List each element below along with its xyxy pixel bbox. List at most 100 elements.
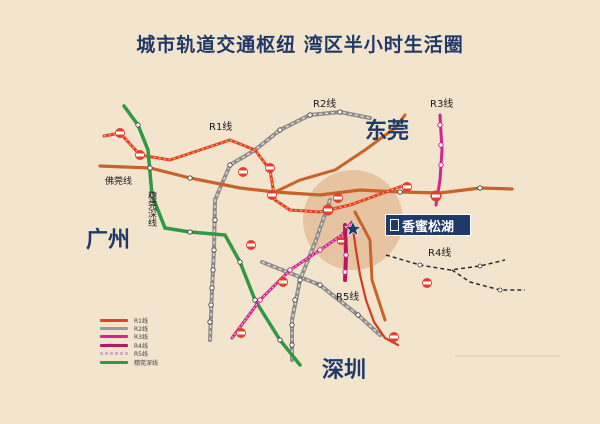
- line-label-r2: R2线: [313, 99, 337, 110]
- legend-label: R5线: [134, 351, 148, 359]
- station-dot-icon: [257, 297, 263, 303]
- station-dots: [135, 109, 503, 348]
- interchange-icon: [430, 190, 442, 202]
- station-dot-icon: [277, 337, 283, 343]
- legend-label: R4线: [134, 342, 148, 350]
- interchange-icon: [236, 328, 246, 338]
- legend-swatch-r5: [100, 352, 128, 356]
- legend-label: R2线: [134, 326, 148, 334]
- legend-swatch-suishen: [100, 360, 128, 364]
- project-logo-icon: [390, 219, 399, 231]
- interchange-icon: [402, 182, 412, 192]
- line-label-r1: R1线: [209, 122, 233, 133]
- station-dot-icon: [187, 229, 193, 235]
- station-dot-icon: [438, 142, 444, 148]
- interchange-icon: [337, 237, 345, 245]
- line-label-r5: R5线: [336, 292, 360, 303]
- station-dot-icon: [317, 247, 323, 253]
- line-label-r3: R3线: [430, 99, 454, 110]
- project-name: 香蜜松湖: [402, 219, 455, 235]
- r2-branch-dash: [261, 261, 381, 336]
- r4-line: [385, 254, 506, 271]
- station-dot-icon: [211, 247, 217, 253]
- interchange-icon: [389, 332, 399, 342]
- project-tag: 香蜜松湖: [385, 214, 471, 236]
- station-dot-icon: [292, 297, 298, 303]
- line-label-foguan: 佛莞线: [105, 177, 133, 187]
- legend-swatch-r4: [100, 343, 128, 347]
- station-dot-icon: [477, 263, 483, 269]
- station-dot-icon: [212, 217, 218, 223]
- station-dot-icon: [477, 185, 483, 191]
- station-dot-icon: [438, 162, 444, 168]
- station-dot-icon: [297, 277, 303, 283]
- page-title: 城市轨道交通枢纽 湾区半小时生活圈: [136, 34, 464, 56]
- station-dot-icon: [355, 312, 361, 318]
- r4-branch-line: [451, 269, 525, 291]
- station-dot-icon: [187, 175, 193, 181]
- map-legend: R1线 R2线 R3线 R4线 R5线 穗莞深线: [100, 316, 190, 367]
- interchange-icon: [265, 163, 275, 173]
- station-dot-icon: [252, 297, 258, 303]
- legend-label: R1线: [134, 317, 148, 325]
- interchange-hubs: [115, 128, 442, 342]
- station-dot-icon: [397, 189, 403, 195]
- city-label-guangzhou: 广州: [86, 227, 131, 253]
- interchange-icon: [333, 193, 343, 203]
- station-dot-icon: [227, 162, 233, 168]
- city-label-dongguan: 东莞: [365, 118, 410, 144]
- interchange-icon: [238, 167, 248, 177]
- legend-label: R3线: [134, 334, 148, 342]
- station-dot-icon: [342, 269, 348, 275]
- station-dot-icon: [417, 262, 423, 268]
- station-dot-icon: [237, 259, 243, 265]
- station-dot-icon: [317, 282, 323, 288]
- station-dot-icon: [208, 302, 214, 308]
- station-dot-icon: [135, 122, 141, 128]
- legend-swatch-r2: [100, 327, 128, 331]
- station-dot-icon: [437, 122, 443, 128]
- r1-line-dash: [103, 132, 406, 213]
- legend-swatch-r3: [100, 335, 128, 339]
- r2-line-dash: [209, 111, 371, 341]
- interchange-icon: [422, 278, 432, 288]
- foguan-north-line: [273, 113, 407, 194]
- legend-item: R1线: [100, 316, 190, 325]
- station-dot-icon: [337, 109, 343, 115]
- interchange-icon: [322, 204, 334, 216]
- interchange-icon: [115, 128, 125, 138]
- star-icon: [344, 220, 362, 237]
- station-dot-icon: [497, 287, 503, 293]
- legend-item: R3线: [100, 333, 190, 341]
- legend-item: R5线: [100, 350, 190, 358]
- station-dot-icon: [210, 267, 216, 273]
- interchange-icon: [135, 150, 145, 160]
- legend-swatch-r1: [100, 318, 128, 322]
- line-label-r4: R4线: [428, 248, 452, 259]
- station-dot-icon: [149, 192, 155, 198]
- line-label-suishen: 穗莞深线: [148, 192, 158, 229]
- orange-south-line: [353, 210, 387, 322]
- r3-stations: [257, 122, 444, 303]
- legend-item: R4线: [100, 341, 190, 350]
- legend-label: 穗莞深线: [134, 359, 159, 367]
- station-dot-icon: [343, 252, 349, 258]
- station-dot-icon: [147, 165, 153, 171]
- interchange-icon: [267, 190, 277, 200]
- station-dot-icon: [307, 112, 313, 118]
- foguan-line: [98, 164, 514, 197]
- legend-item: R2线: [100, 324, 190, 334]
- interchange-icon: [246, 240, 256, 250]
- station-dot-icon: [289, 322, 295, 328]
- interchange-icon: [278, 277, 288, 287]
- station-dot-icon: [287, 267, 293, 273]
- station-dot-icon: [209, 285, 215, 291]
- city-label-shenzhen: 深圳: [322, 357, 367, 383]
- station-dot-icon: [207, 319, 213, 325]
- station-dot-icon: [289, 342, 295, 348]
- r2-branch-line: [260, 260, 382, 337]
- legend-item: 穗莞深线: [100, 358, 190, 367]
- r5-line: [350, 220, 400, 347]
